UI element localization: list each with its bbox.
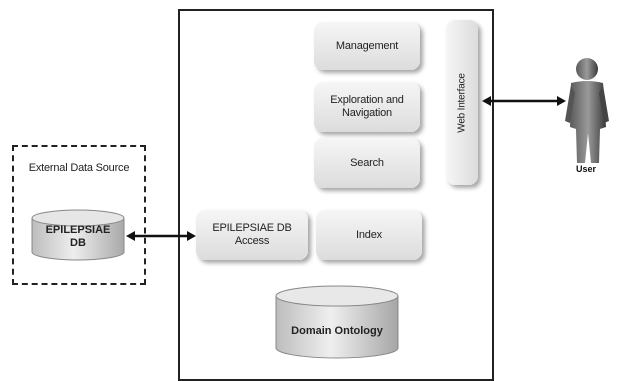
epilepsiae-db-label-line2: DB (70, 237, 86, 249)
epilepsiae-db-label-line1: EPILEPSIAE (45, 224, 111, 236)
external-data-source-label: External Data Source (28, 162, 130, 174)
exploration-navigation-module: Exploration and Navigation (314, 82, 420, 132)
management-label: Management (335, 39, 399, 52)
user-icon (565, 58, 609, 163)
user-label: User (575, 164, 596, 174)
exploration-label-line1: Exploration and (330, 94, 404, 106)
domain-ontology-cylinder (275, 285, 399, 359)
arrowhead-left-user (482, 96, 491, 106)
external-data-source-box (12, 145, 146, 285)
db-access-label-line1: EPILEPSIAE DB (212, 222, 292, 234)
epilepsiae-db-label: EPILEPSIAE DB (30, 222, 126, 252)
exploration-label-line2: Navigation (342, 107, 392, 119)
arrowhead-right-db (187, 231, 196, 241)
db-access-label-line2: Access (234, 235, 270, 247)
epilepsiae-db-access-module: EPILEPSIAE DB Access (196, 210, 308, 260)
management-module: Management (314, 22, 420, 70)
index-label: Index (356, 228, 382, 241)
arrowhead-right-user (557, 96, 566, 106)
search-module: Search (314, 138, 420, 188)
arrowhead-left-db (126, 231, 135, 241)
index-module: Index (316, 210, 422, 260)
epilepsiae-db-cylinder (31, 209, 125, 261)
web-interface-module: Web Interface (446, 20, 478, 185)
search-label: Search (350, 156, 384, 169)
domain-ontology-label: Domain Ontology (291, 325, 383, 337)
